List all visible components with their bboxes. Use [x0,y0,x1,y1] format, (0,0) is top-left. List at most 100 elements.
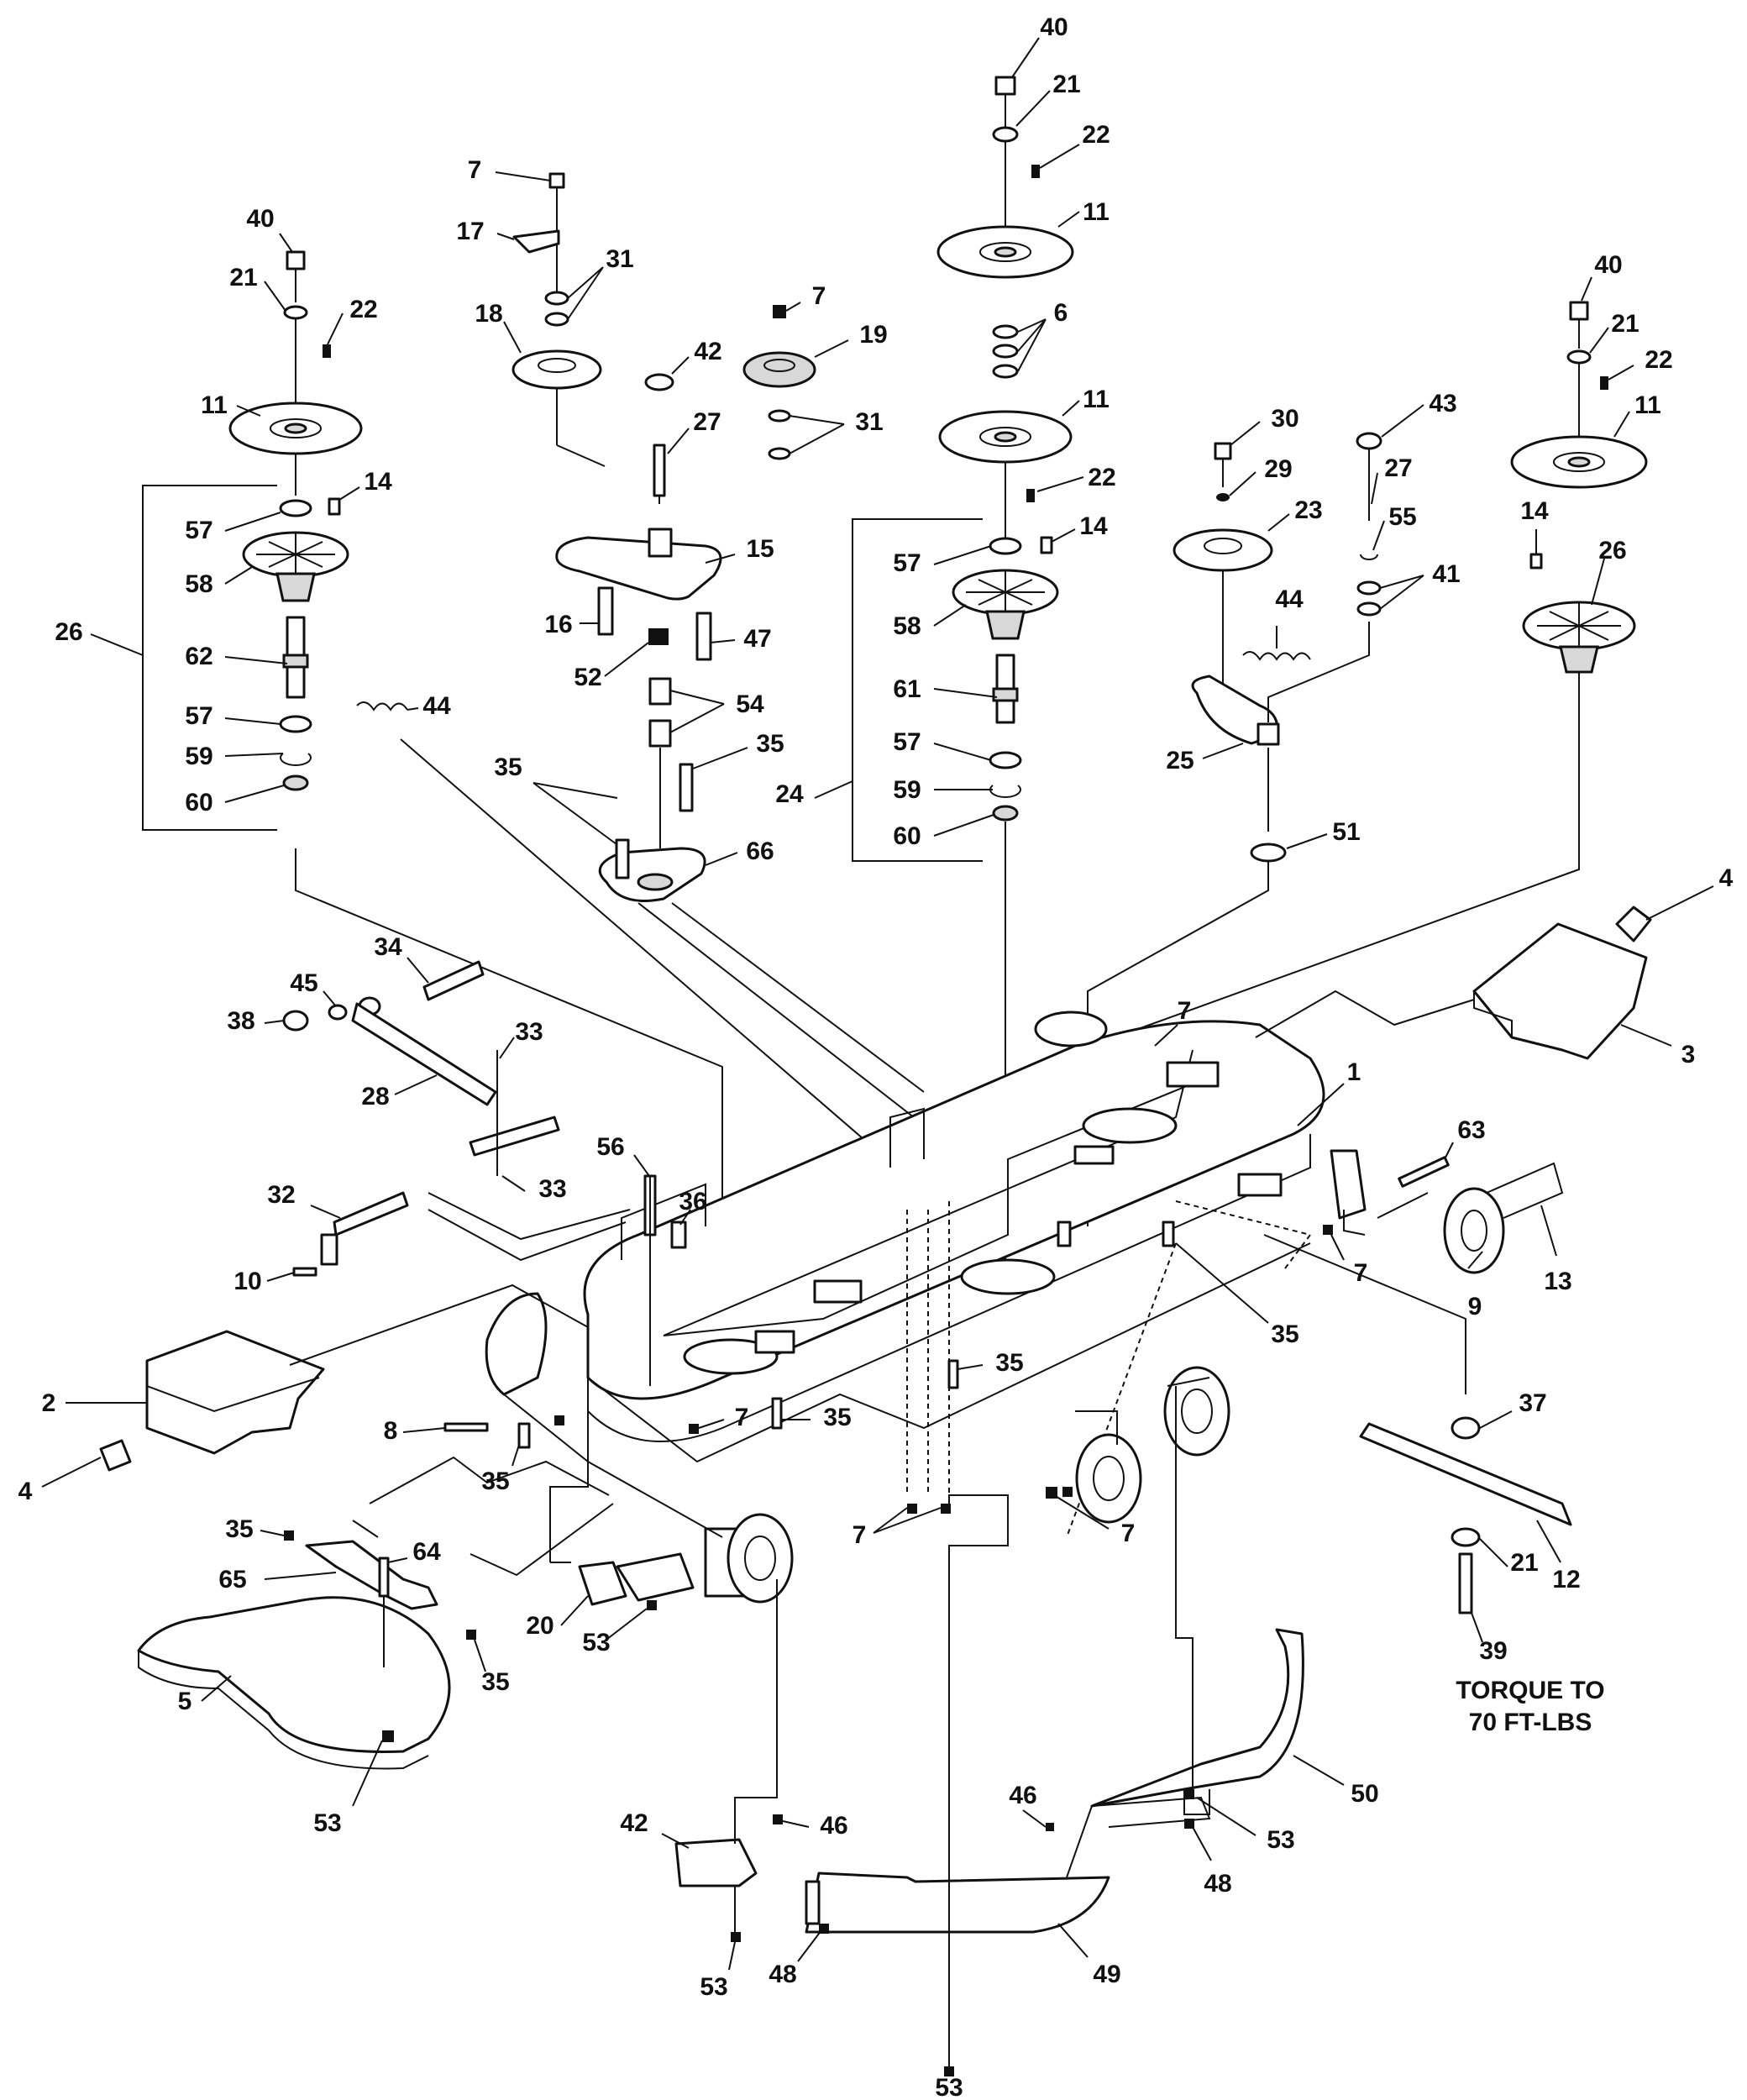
bracket-17 [512,229,560,254]
callout-56: 56 [596,1133,624,1161]
callout-29: 29 [1264,455,1292,483]
callout-15: 15 [746,535,774,563]
callout-35: 35 [823,1404,851,1431]
callout-53: 53 [582,1629,610,1656]
idler-pulley-23 [1173,528,1273,572]
bracket-65 [305,1540,438,1610]
callout-6: 6 [1054,299,1068,327]
shield-3 [1472,922,1648,1060]
callout-60: 60 [893,822,921,850]
callout-21: 21 [1052,71,1080,98]
callout-59: 59 [185,743,212,770]
callout-19: 19 [859,321,887,349]
callout-28: 28 [361,1083,389,1110]
callout-41: 41 [1432,560,1460,588]
bracket-42 [674,1838,758,1887]
callout-43: 43 [1429,390,1456,417]
torque-note-line-2: 70 FT-LBS [1469,1709,1592,1736]
callout-39: 39 [1479,1637,1507,1665]
bushing-54a [648,677,672,706]
wheel-rear [1034,1011,1108,1047]
callout-33: 33 [515,1018,543,1046]
callout-57: 57 [185,517,212,544]
callout-42: 42 [694,338,721,365]
callout-60: 60 [185,789,212,816]
callout-57: 57 [893,549,921,577]
bolt-8 [443,1422,489,1432]
callout-40: 40 [1040,13,1068,41]
callout-1: 1 [1347,1058,1361,1086]
right-components [1255,906,1652,1614]
baffle-49 [805,1872,1110,1934]
callout-22: 22 [1088,464,1115,491]
callout-14: 14 [1079,512,1108,540]
callout-45: 45 [290,969,317,997]
callout-7: 7 [1121,1520,1136,1547]
bearing-57-center [989,537,1022,555]
callout-21: 21 [229,264,257,291]
callout-22: 22 [349,296,377,323]
discharge-guard-5 [137,1596,451,1753]
callout-66: 66 [746,837,774,865]
clip-36 [670,1221,687,1249]
callout-46: 46 [1009,1782,1036,1809]
clip-4-left [99,1439,132,1472]
callout-7: 7 [853,1521,867,1549]
callout-16: 16 [544,611,572,638]
callout-58: 58 [185,570,212,598]
callout-35: 35 [481,1467,509,1495]
spindle-hole-left [683,1338,779,1375]
wheel-right [1163,1366,1230,1457]
callout-35: 35 [1271,1320,1298,1348]
callout-48: 48 [769,1961,796,1988]
callout-52: 52 [574,664,601,691]
spindle-hole-center [960,1258,1056,1295]
bushing-on-arm [648,528,673,558]
callout-10: 10 [233,1268,261,1295]
callout-58: 58 [893,612,921,640]
bolt-35-pivot-a [615,838,630,879]
callout-35: 35 [995,1349,1023,1377]
callout-8: 8 [384,1417,398,1445]
callout-24: 24 [775,780,804,808]
callout-40: 40 [1594,251,1622,279]
callout-11: 11 [1083,386,1110,413]
callout-53: 53 [700,1973,727,2001]
callout-labels: 40 21 22 11 6 11 22 14 57 58 61 57 59 60… [18,13,1734,2100]
callout-53: 53 [313,1809,341,1837]
callout-3: 3 [1681,1041,1696,1068]
washer-6c [992,364,1019,379]
callout-26: 26 [1598,537,1626,564]
spring-44-left [356,701,408,711]
callout-64: 64 [412,1538,441,1566]
key-22-center [1031,165,1040,178]
wheel-front-center [727,1513,794,1604]
callout-22: 22 [1645,346,1672,374]
callout-65: 65 [218,1566,246,1593]
callout-7: 7 [468,156,482,184]
idler-arm-25 [1191,675,1279,745]
callout-21: 21 [1611,310,1639,338]
callout-7: 7 [1354,1259,1368,1287]
callout-44: 44 [1275,585,1304,613]
bolt-16 [597,586,614,636]
callout-35: 35 [481,1668,509,1696]
callout-18: 18 [475,300,502,328]
spring-44-right [1242,651,1311,661]
callout-37: 37 [1519,1389,1546,1417]
callout-14: 14 [1520,497,1549,525]
callout-36: 36 [679,1188,706,1215]
callout-26: 26 [55,618,82,646]
callout-2: 2 [42,1389,56,1417]
callout-31: 31 [606,245,633,273]
callout-4: 4 [1719,864,1734,892]
rod-32 [333,1191,409,1236]
callout-53: 53 [935,2074,963,2100]
left-shields [99,1284,614,1770]
callout-25: 25 [1166,747,1194,774]
callout-14: 14 [364,468,392,496]
callout-34: 34 [374,933,402,961]
callout-23: 23 [1294,496,1322,524]
callout-50: 50 [1351,1780,1378,1808]
